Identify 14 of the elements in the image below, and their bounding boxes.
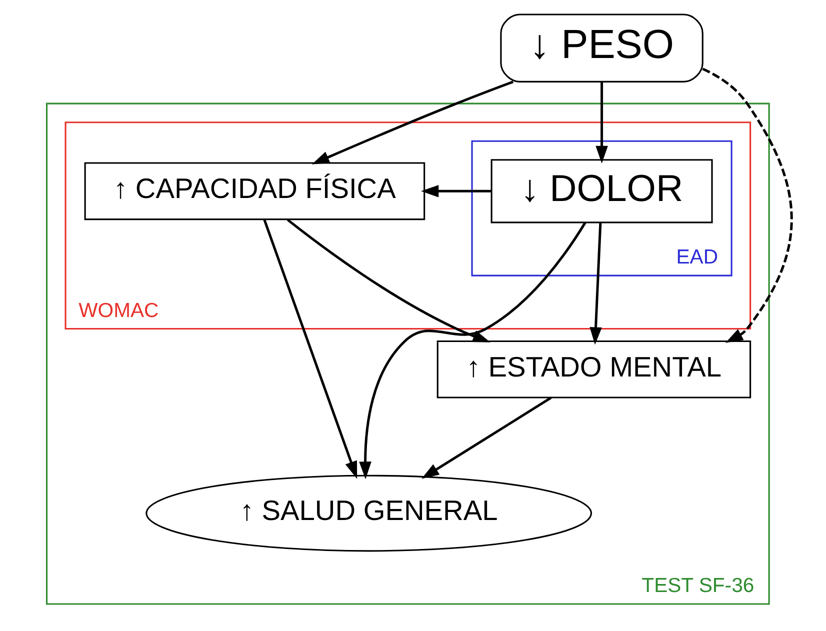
arrow (359, 222, 586, 480)
arrow (596, 82, 608, 164)
arrow (590, 222, 602, 345)
arrow (422, 396, 552, 479)
arrow (263, 218, 358, 479)
node-box: ↑ CAPACIDAD FÍSICA (84, 162, 426, 220)
node-box: ↑ ESTADO MENTAL (436, 340, 752, 398)
arrow (421, 185, 492, 198)
arrow (312, 80, 514, 164)
arrow (702, 68, 793, 343)
node-box: ↓ DOLOR (490, 159, 713, 224)
node-ellipse: ↑ SALUD GENERAL (146, 474, 592, 552)
node-box: ↓ PESO (500, 14, 704, 82)
arrow (286, 218, 490, 342)
